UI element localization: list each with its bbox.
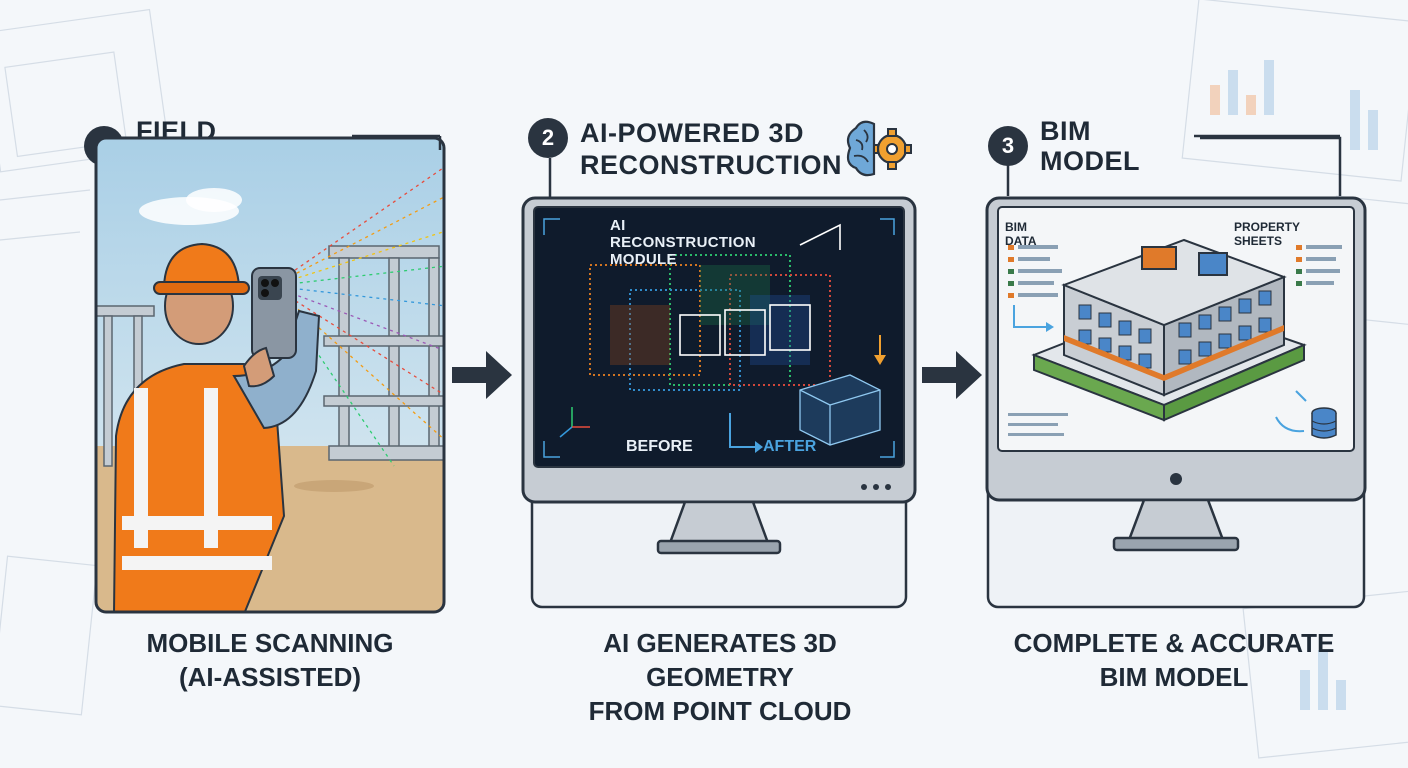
step-2-caption: AI GENERATES 3D GEOMETRY FROM POINT CLOU… <box>530 626 910 728</box>
step-3-title: BIM MODEL <box>1040 116 1140 176</box>
step-2-connector <box>548 158 552 200</box>
step-2-caption-line-2: FROM POINT CLOUD <box>588 696 852 726</box>
step-2-title-line-2: RECONSTRUCTION <box>580 150 842 180</box>
step-3-connector <box>1006 136 1342 196</box>
step-2-title-line-1: AI-POWERED 3D <box>580 118 805 148</box>
step-3-caption-line-1: COMPLETE & ACCURATE <box>1013 628 1335 658</box>
step-2-caption-line-1: AI GENERATES 3D GEOMETRY <box>603 628 837 692</box>
arrow-right-icon <box>922 351 982 399</box>
before-label: BEFORE <box>626 438 693 455</box>
database-icon <box>1311 407 1337 439</box>
brain-gear-icon <box>846 120 912 177</box>
step-1-caption-line-1: MOBILE SCANNING <box>146 628 394 658</box>
property-sheets-label: PROPERTY SHEETS <box>1234 220 1300 248</box>
step-2-title-block: AI-POWERED 3D RECONSTRUCTION <box>580 118 842 180</box>
step-2-number: 2 <box>528 118 568 158</box>
step-1-caption-line-2: (AI-ASSISTED) <box>179 662 361 692</box>
step-2-header: 2 AI-POWERED 3D RECONSTRUCTION <box>528 118 842 180</box>
step-3-header: 3 BIM MODEL <box>988 116 1140 176</box>
step-3-caption-line-2: BIM MODEL <box>1099 662 1249 692</box>
bim-monitor <box>985 196 1367 609</box>
ai-monitor <box>521 196 917 609</box>
after-label: AFTER <box>763 438 817 455</box>
bim-data-label: BIM DATA <box>1005 220 1037 248</box>
arrow-right-icon <box>452 351 512 399</box>
smartphone-icon <box>251 267 297 359</box>
step-3-caption: COMPLETE & ACCURATE BIM MODEL <box>984 626 1364 694</box>
ai-module-title: AI RECONSTRUCTION MODULE <box>610 217 756 268</box>
step-1-caption: MOBILE SCANNING (AI-ASSISTED) <box>80 626 460 694</box>
field-scanning-illustration <box>94 136 446 614</box>
